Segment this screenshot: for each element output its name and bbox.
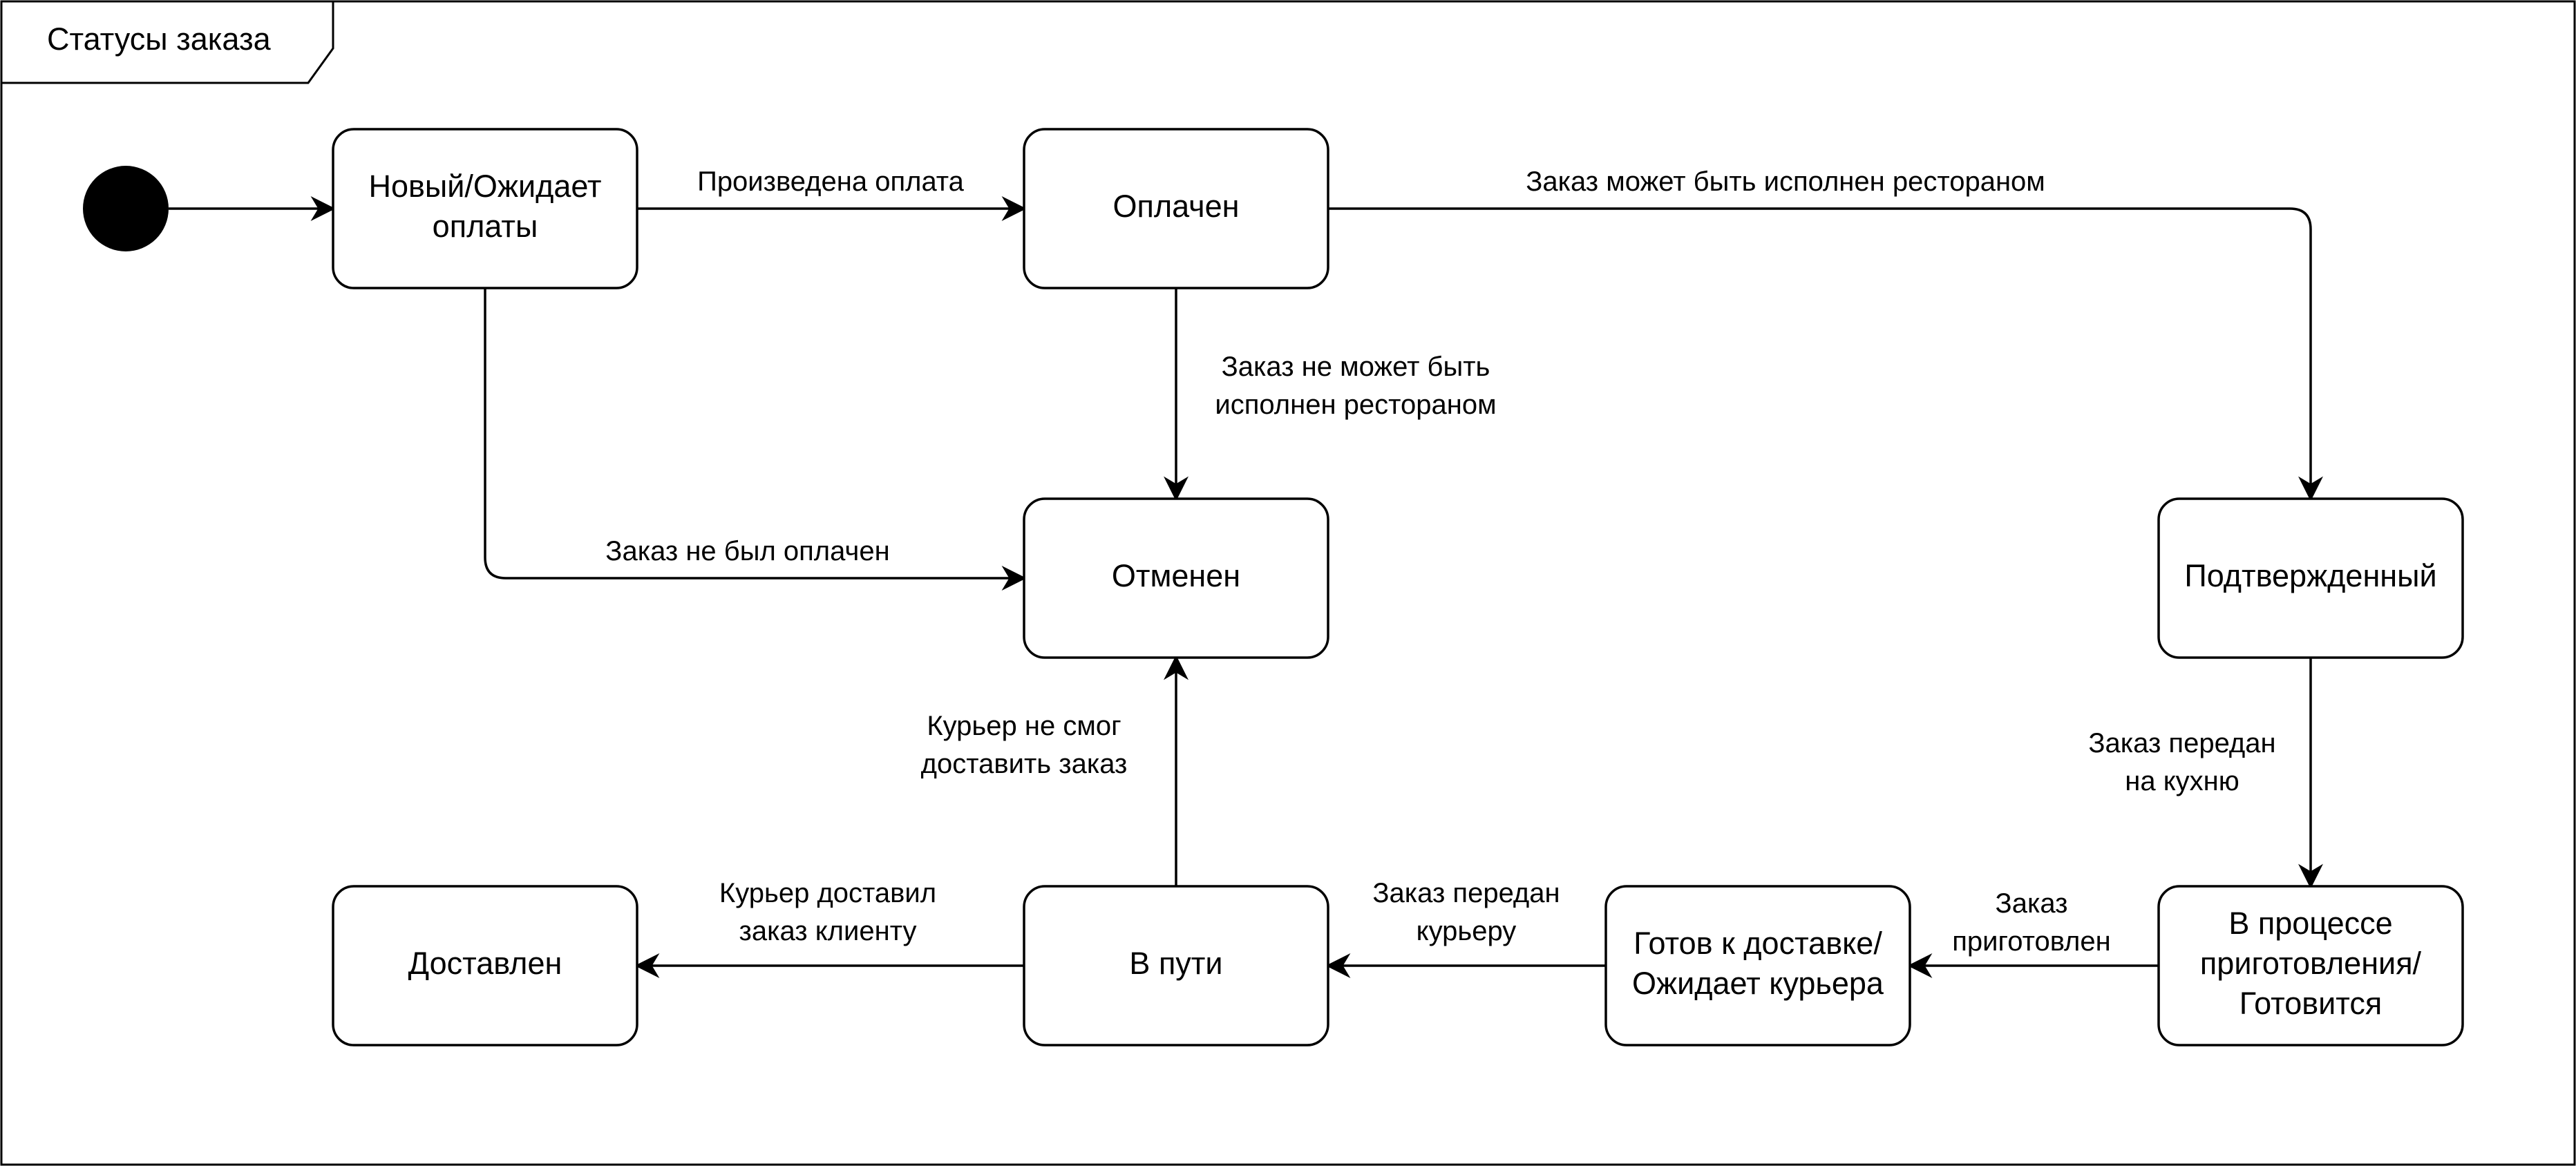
svg-text:Доставлен: Доставлен bbox=[408, 946, 562, 981]
frame-title-tab bbox=[0, 0, 334, 84]
label-new-paid: Произведена оплата bbox=[697, 166, 965, 197]
svg-text:Готов к доставке/Ожидает курье: Готов к доставке/Ожидает курьера bbox=[1632, 926, 1884, 1001]
diagram-title: Статусы заказа bbox=[47, 21, 272, 57]
svg-text:Оплачен: Оплачен bbox=[1113, 189, 1240, 224]
state-confirmed[interactable]: Подтвержденный bbox=[2157, 497, 2464, 659]
svg-text:Подтвержденный: Подтвержденный bbox=[2184, 558, 2436, 593]
label-paid-confirmed: Заказ может быть исполнен рестораном bbox=[1526, 166, 2045, 197]
state-enroute[interactable]: В пути bbox=[1023, 885, 1329, 1046]
svg-text:В пути: В пути bbox=[1129, 946, 1222, 981]
edge-new-cancelled bbox=[484, 288, 1027, 591]
edge-paid-confirmed bbox=[1328, 207, 2323, 501]
initial-state bbox=[83, 166, 169, 251]
state-cancelled[interactable]: Отменен bbox=[1023, 497, 1329, 659]
svg-text:Отменен: Отменен bbox=[1112, 558, 1240, 593]
state-paid[interactable]: Оплачен bbox=[1023, 128, 1329, 289]
state-delivered[interactable]: Доставлен bbox=[332, 885, 638, 1046]
state-ready[interactable]: Готов к доставке/Ожидает курьера bbox=[1604, 885, 1911, 1046]
label-new-cancelled: Заказ не был оплачен bbox=[605, 536, 889, 566]
